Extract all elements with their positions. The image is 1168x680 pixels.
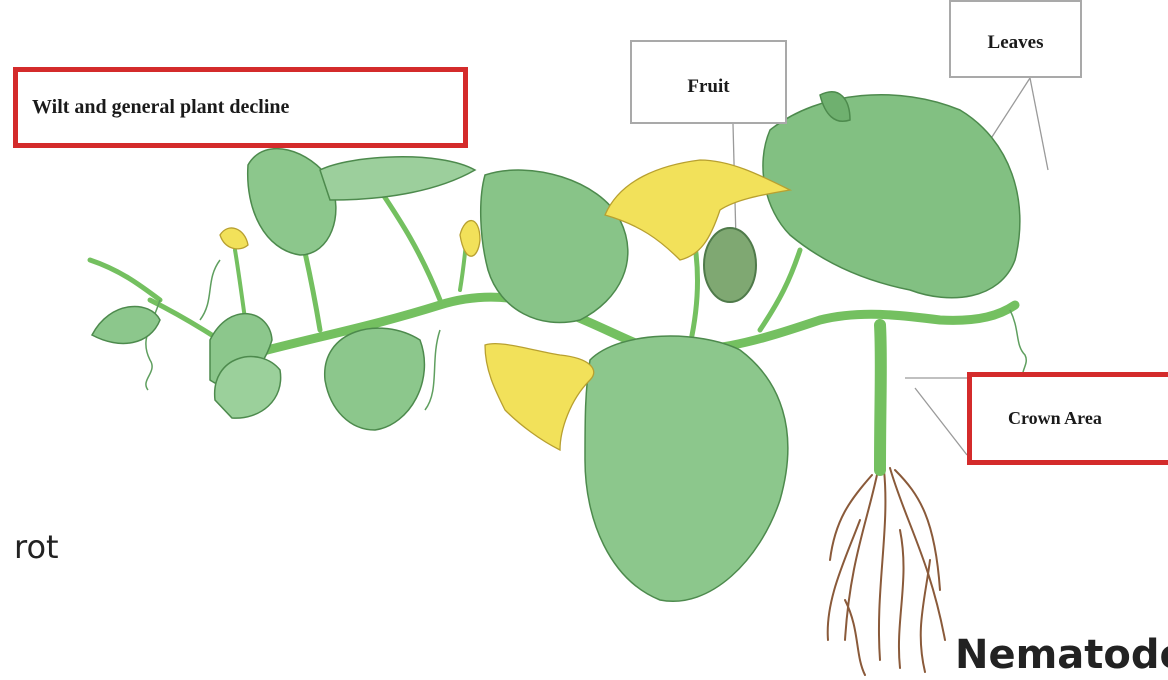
leaves-pointer-line-2 — [1030, 78, 1048, 170]
leaf-left-upper — [248, 149, 336, 255]
leaf-far-left — [92, 306, 160, 343]
leaf-mid-low — [325, 328, 425, 430]
fruit-label: Fruit — [630, 40, 787, 124]
nematodes-text: Nematodes — [955, 632, 1168, 678]
flower-top — [605, 160, 790, 260]
flower-bottom — [485, 344, 594, 450]
fruit — [704, 228, 756, 302]
crown-area-label: Crown Area — [967, 372, 1168, 465]
rot-text: rot — [14, 528, 59, 566]
leaves-label: Leaves — [949, 0, 1082, 78]
roots — [828, 468, 945, 675]
flower-bud-1 — [460, 221, 480, 257]
leaf-left-top — [320, 157, 475, 200]
leaves-pointer-line-1 — [990, 78, 1030, 140]
leaf-bottom-big — [585, 336, 788, 601]
flower-bud-2 — [220, 228, 248, 249]
wilt-label: Wilt and general plant decline — [13, 67, 468, 148]
crown-pointer-line-2 — [915, 388, 967, 455]
leaf-right-big — [763, 95, 1020, 298]
